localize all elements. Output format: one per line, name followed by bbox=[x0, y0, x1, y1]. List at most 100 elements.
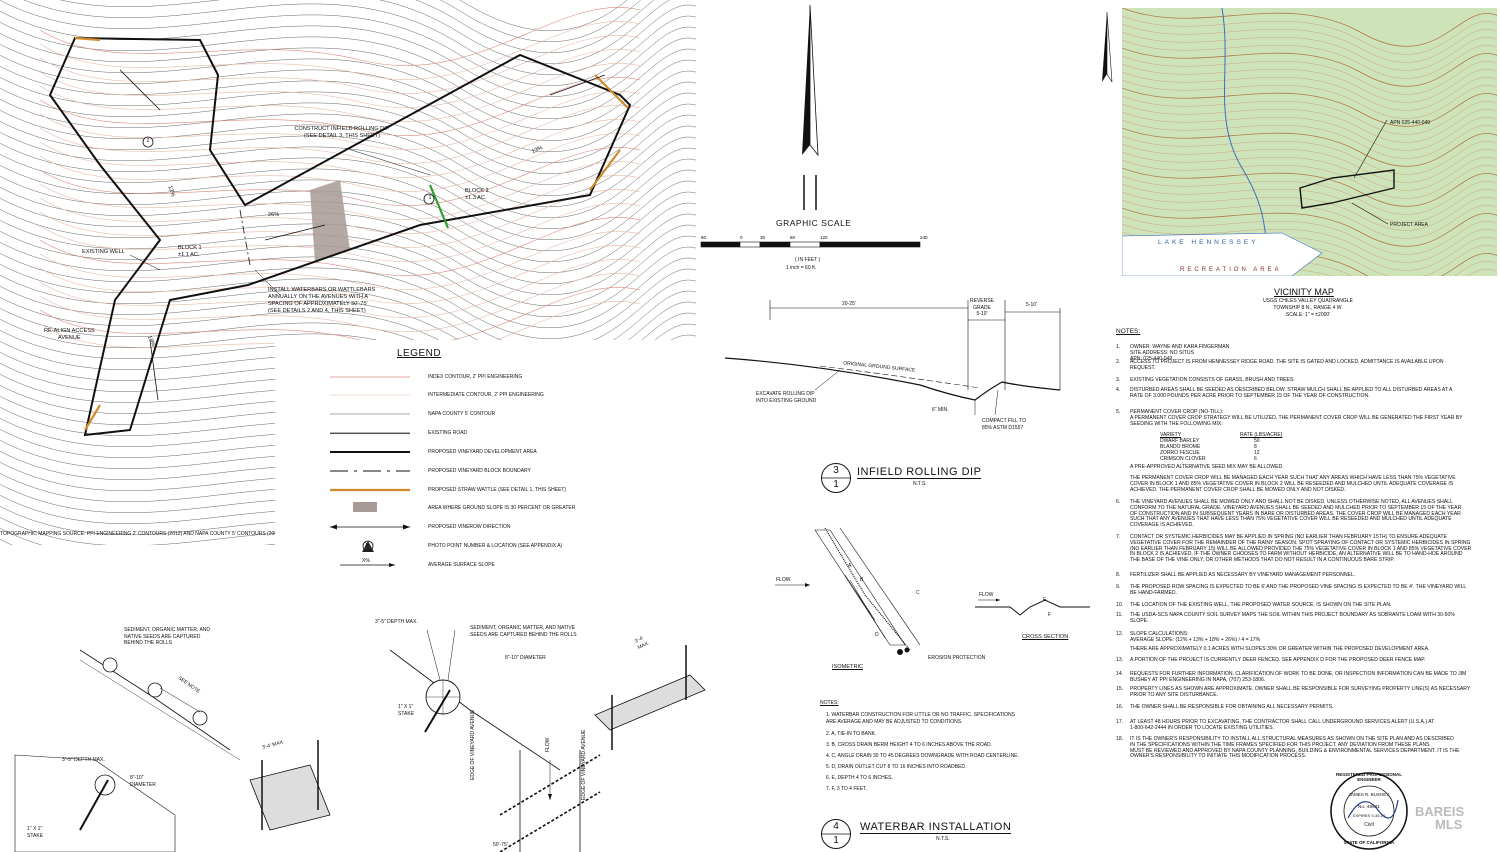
napa-contour-line bbox=[60, 0, 670, 65]
napa-contour-line bbox=[0, 164, 696, 252]
engineer-stamp-seal bbox=[1330, 772, 1408, 850]
waterbar-letter-a: A bbox=[848, 563, 852, 569]
note-text: DISTURBED AREAS SHALL BE SEEDED AS DESCR… bbox=[1130, 387, 1453, 399]
infield-rolling-dip bbox=[428, 184, 450, 229]
napa-contour-line bbox=[0, 98, 696, 186]
vicinity-title: VICINITY MAP bbox=[1274, 287, 1334, 297]
note-text: THE OWNER SHALL BE RESPONSIBLE FOR OBTAI… bbox=[1130, 704, 1334, 710]
cross-section-flow-label: FLOW bbox=[979, 592, 994, 598]
existing-well-label: EXISTING WELL bbox=[82, 249, 125, 255]
waterbar-notes-title: NOTES: bbox=[820, 700, 839, 706]
scale-segment bbox=[819, 241, 921, 248]
stamp-ring-top: REGISTERED PROFESSIONAL ENGINEER bbox=[1336, 772, 1403, 782]
napa-contour-line bbox=[0, 109, 696, 197]
wattle-depth-2: 3"-5" DEPTH MAX. bbox=[62, 757, 105, 763]
vicinity-map: APN 025-440-049 PROJECT AREA LAKE HENNES… bbox=[1122, 8, 1497, 276]
note-number: 7. bbox=[1116, 534, 1121, 540]
map-contour bbox=[1122, 95, 1497, 135]
watermark: BAREIS MLS bbox=[1415, 805, 1464, 831]
ppi-contour-line bbox=[39, 35, 641, 94]
dip-compact-label: COMPACT FILL TO 85% ASTM D1557 bbox=[982, 418, 1026, 431]
detail-4-number: 4 bbox=[833, 821, 839, 832]
note-text: OWNER: WAYNE AND KARA FINGERMAN SITE ADD… bbox=[1130, 344, 1230, 362]
legend-item-existing-road: EXISTING ROAD bbox=[428, 430, 468, 436]
note-text: THE VINEYARD AVENUES SHALL BE MOWED ONLY… bbox=[1130, 499, 1462, 529]
note-text: PERMANENT COVER CROP (NO-TILL): A PERMAN… bbox=[1130, 409, 1463, 427]
note-number: 15. bbox=[1116, 686, 1124, 692]
map-contour bbox=[1122, 191, 1497, 231]
ppi-contour-line bbox=[39, 147, 641, 206]
note-text: THE PERMANENT COVER CROP WILL BE MANAGED… bbox=[1130, 475, 1456, 493]
ppi-contour-line bbox=[39, 259, 641, 318]
stamp-name: JAMES R. BUSHEY bbox=[1348, 792, 1390, 797]
wattle-stake-1: 1" X 1" STAKE bbox=[398, 704, 415, 717]
map-contour bbox=[1122, 143, 1497, 183]
project-area-label: PROJECT AREA bbox=[1390, 222, 1428, 228]
waterbar-letter-b: B bbox=[860, 577, 864, 583]
napa-contour-line bbox=[0, 263, 696, 351]
mapping-source: TOPOGRAPHIC MAPPING SOURCE: PPI ENGINEER… bbox=[0, 531, 282, 537]
ppi-contour-line bbox=[39, 63, 641, 122]
legend-item-intermediate-contour: INTERMEDIATE CONTOUR, 2' PPI ENGINEERING bbox=[428, 392, 544, 398]
photo-point-marker bbox=[423, 193, 435, 205]
napa-contour-line bbox=[0, 87, 696, 175]
seed-variety-3: ZORRO FESCUE bbox=[1160, 450, 1200, 456]
napa-contour-line bbox=[0, 153, 696, 241]
stamp-ring-bottom: STATE OF CALIFORNIA bbox=[1343, 840, 1395, 845]
vinerow-direction-arrow bbox=[264, 224, 326, 241]
detail-4-bubble-icon bbox=[821, 819, 851, 849]
legend-photo-symbol-letter: X bbox=[365, 542, 369, 548]
north-arrow-icon bbox=[802, 5, 819, 210]
legend-item-photo-point: PHOTO POINT NUMBER & LOCATION (SEE APPEN… bbox=[428, 543, 563, 549]
map-contour bbox=[1122, 63, 1497, 103]
napa-contour-line bbox=[0, 186, 696, 274]
block-boundary bbox=[239, 209, 251, 266]
ppi-contour-line bbox=[39, 105, 641, 164]
note-text: A PORTION OF THE PROJECT IS CURRENTLY DE… bbox=[1130, 657, 1426, 663]
legend-item-surface-slope: AVERAGE SURFACE SLOPE bbox=[428, 562, 495, 568]
stamp-number: No. 49931 bbox=[1357, 805, 1381, 810]
ppi-contour-line bbox=[39, 119, 641, 178]
waterbar-note-2: 2. A, TIE-IN TO BANK. bbox=[826, 731, 877, 737]
straw-wattle bbox=[594, 74, 629, 109]
wattle-stake-2: 1" X 1" STAKE bbox=[27, 826, 44, 839]
waterbar-isometric-label: ISOMETRIC bbox=[832, 664, 864, 670]
map-contour bbox=[1122, 215, 1497, 255]
note-number: 1. bbox=[1116, 344, 1121, 350]
wattle-edge-1: EDGE OF VINEYARD AVENUE bbox=[470, 709, 476, 780]
block-2-label: BLOCK 2 ±1.3 AC. bbox=[465, 188, 489, 201]
legend-item-development-area: PROPOSED VINEYARD DEVELOPMENT AREA bbox=[428, 449, 537, 455]
note-text: CONTACT OR SYSTEMIC HERBICIDES MAY BE AP… bbox=[1130, 534, 1472, 564]
graphic-scale-unit: ( IN FEET ) bbox=[795, 257, 821, 263]
wattle-diameter-1: 8"-10" DIAMETER bbox=[505, 655, 546, 661]
note-number: 5. bbox=[1116, 409, 1121, 415]
note-number: 9. bbox=[1116, 584, 1121, 590]
map-contour bbox=[1122, 47, 1497, 87]
napa-contour-line bbox=[0, 142, 696, 230]
cross-section-label: CROSS SECTION bbox=[1022, 634, 1069, 640]
napa-contour-line bbox=[0, 76, 696, 164]
recreation-label: RECREATION AREA bbox=[1180, 267, 1282, 273]
photo-point-2: 2 bbox=[146, 138, 150, 144]
vinerow-direction-arrow bbox=[149, 339, 159, 401]
wattle-spacing: 50'-75' bbox=[493, 842, 508, 848]
ppi-contour-line bbox=[39, 161, 641, 220]
ppi-contour-line bbox=[39, 245, 641, 304]
detail-4-sheet: 1 bbox=[833, 835, 839, 846]
block-1-label: BLOCK 1 ±1.1 AC. bbox=[178, 245, 202, 258]
scale-tick-label: 240 bbox=[920, 235, 928, 240]
map-contour bbox=[1122, 151, 1497, 191]
waterbar-letter-f: F bbox=[1048, 612, 1052, 618]
ppi-contour-line bbox=[39, 175, 641, 234]
scale-tick-label: 0 bbox=[740, 235, 743, 240]
watermark-line-1: BAREIS bbox=[1415, 804, 1465, 819]
waterbar-cross-section-drawing bbox=[975, 598, 1090, 616]
map-contour bbox=[1122, 223, 1497, 263]
napa-contour-line bbox=[0, 65, 696, 153]
graphic-scale-title: GRAPHIC SCALE bbox=[776, 218, 852, 228]
legend-item-napa-contour: NAPA COUNTY 5' CONTOUR bbox=[428, 411, 496, 417]
note-number: 3. bbox=[1116, 377, 1121, 383]
legend: LEGEND bbox=[275, 340, 696, 540]
napa-contour-line bbox=[0, 43, 696, 131]
note-number: 14. bbox=[1116, 671, 1124, 677]
